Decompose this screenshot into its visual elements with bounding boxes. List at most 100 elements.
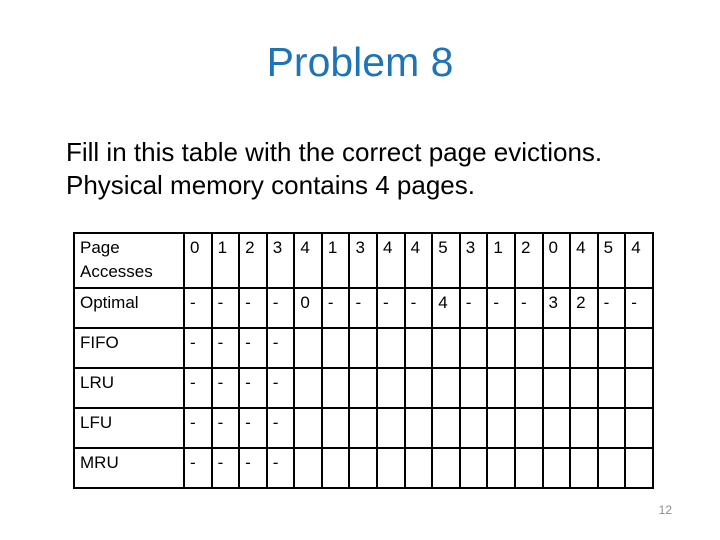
table-cell: - [183,287,213,329]
table-cell [569,327,599,369]
table-cell [624,367,654,409]
table-cell [293,367,323,409]
slide-title: Problem 8 [266,39,454,85]
table-cell: 1 [320,232,351,289]
table-cell [569,407,599,449]
table-cell [513,407,544,449]
table-cell: - [210,407,241,449]
table-cell: - [183,367,213,409]
table-cell: - [183,407,213,449]
body-line-2: Physical memory contains 4 pages. [66,170,475,200]
table-cell [486,367,516,409]
table-cell [541,407,572,449]
table-cell: 0 [541,232,572,289]
table-cell [458,447,489,489]
table-cell: - [458,287,489,329]
table-cell: 3 [458,232,489,289]
table-cell [376,447,406,489]
table-cell [596,447,627,489]
table-cell [541,367,572,409]
table-cell: - [265,327,296,369]
table-cell: - [183,327,213,369]
table-cell [348,407,379,449]
table-cell [513,367,544,409]
table-cell: - [238,327,268,369]
table-cell [486,327,516,369]
table-cell: 1 [486,232,516,289]
table-cell [624,327,654,369]
row-lfu: LFU---- [73,407,654,449]
table-cell: 1 [210,232,241,289]
table-cell: - [403,287,434,329]
table-cell: 0 [183,232,213,289]
row-fifo-label: FIFO [73,327,185,369]
table-cell [458,327,489,369]
table-cell: - [238,447,268,489]
table-cell [431,367,461,409]
table-cell: 5 [596,232,627,289]
table-cell [293,447,323,489]
table-cell: 4 [569,232,599,289]
table-cell [293,327,323,369]
table-cell [320,327,351,369]
table-cell: - [210,287,241,329]
table-cell [486,447,516,489]
table-cell [320,407,351,449]
table-cell: - [265,407,296,449]
table-cell: - [596,287,627,329]
table-cell: - [210,367,241,409]
table-cell [624,447,654,489]
row-fifo: FIFO---- [73,327,654,369]
table-cell: - [238,367,268,409]
table-cell: - [238,287,268,329]
table-cell: - [265,367,296,409]
body-text: Fill in this table with the correct page… [66,136,666,202]
table-cell: - [486,287,516,329]
row-lfu-label: LFU [73,407,185,449]
table-cell: - [348,287,379,329]
table-cell: - [238,407,268,449]
table-cell: - [210,327,241,369]
table-cell [431,447,461,489]
table-cell: 3 [541,287,572,329]
table-cell [376,407,406,449]
row-mru-label: MRU [73,447,185,489]
table-cell [348,367,379,409]
table-cell [596,367,627,409]
table-cell: - [265,287,296,329]
table-cell: 2 [569,287,599,329]
table-cell: 4 [293,232,323,289]
table-cell: - [183,447,213,489]
table-cell: 5 [431,232,461,289]
table-cell: 4 [431,287,461,329]
table-cell [624,407,654,449]
table-cell [486,407,516,449]
table-cell [293,407,323,449]
table-cell: 3 [348,232,379,289]
table-cell: 0 [293,287,323,329]
row-page-accesses-label: Page Accesses [73,232,185,289]
table-cell: 2 [513,232,544,289]
table-cell [403,327,434,369]
row-lru: LRU---- [73,367,654,409]
table-cell: 4 [376,232,406,289]
table-cell [541,447,572,489]
table-cell [596,407,627,449]
table-cell [431,327,461,369]
table-cell [458,367,489,409]
table-cell: 4 [403,232,434,289]
table-cell [513,327,544,369]
table-cell [348,327,379,369]
table-cell: - [376,287,406,329]
row-mru: MRU---- [73,447,654,489]
table-cell [320,447,351,489]
table-cell [458,407,489,449]
table-cell [320,367,351,409]
table-cell [513,447,544,489]
table-cell: 4 [624,232,654,289]
table-cell [431,407,461,449]
table-cell [403,447,434,489]
